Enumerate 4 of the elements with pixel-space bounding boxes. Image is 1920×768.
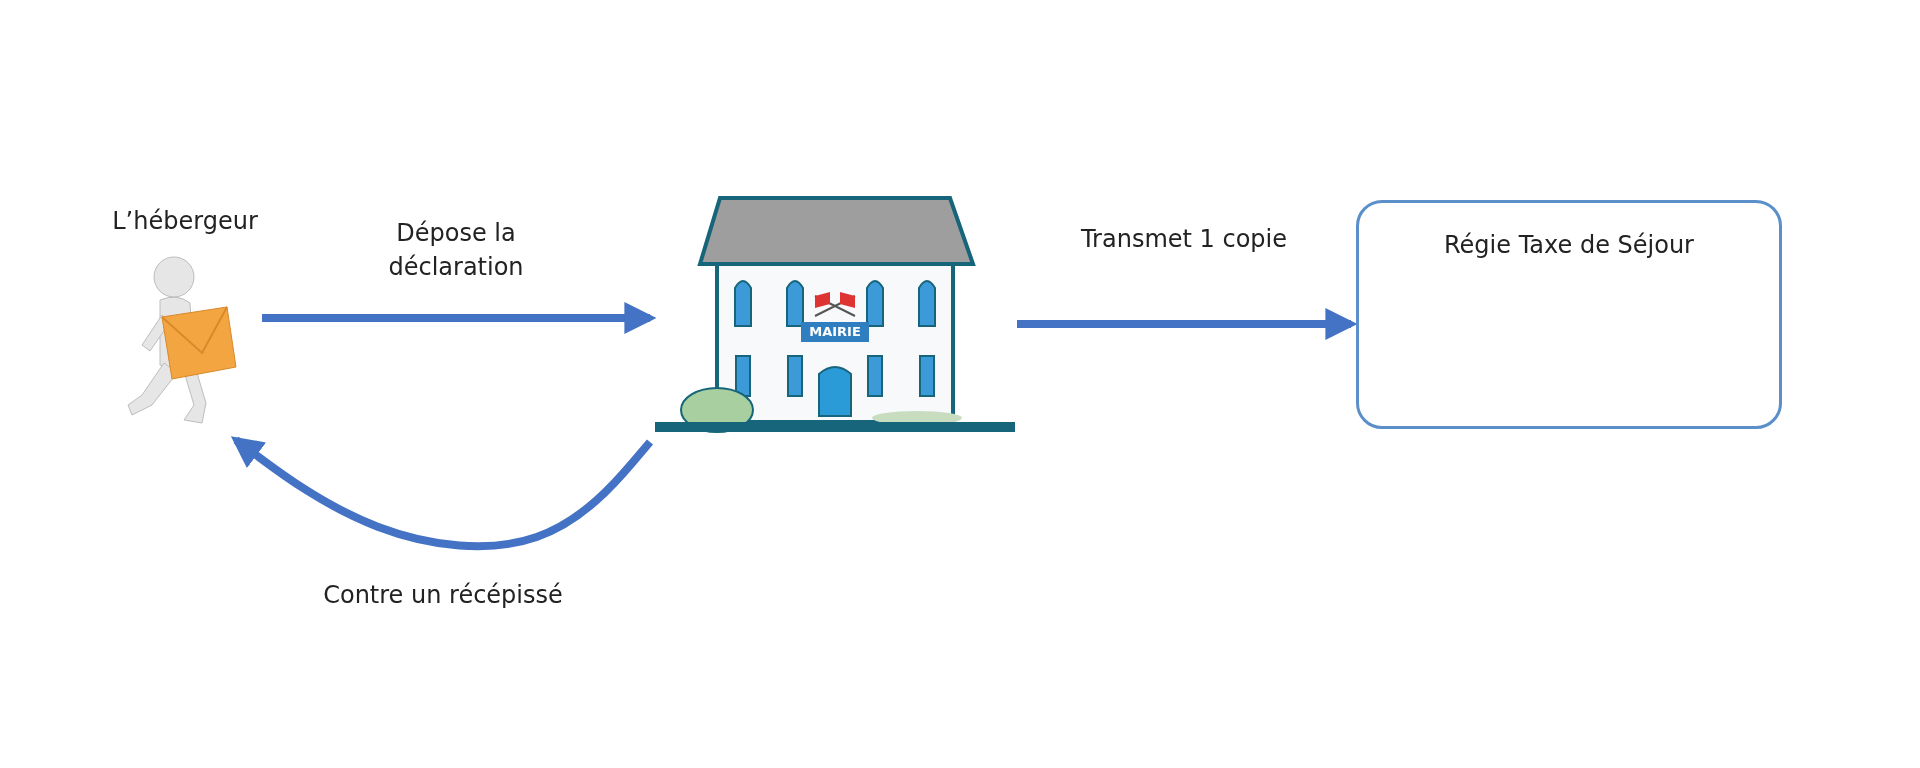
- node-label: L’hébergeur: [111, 206, 259, 237]
- node-label: Régie Taxe de Séjour: [1443, 230, 1695, 261]
- rounded-box: [1356, 200, 1782, 429]
- sign-text: MAIRIE: [808, 323, 862, 341]
